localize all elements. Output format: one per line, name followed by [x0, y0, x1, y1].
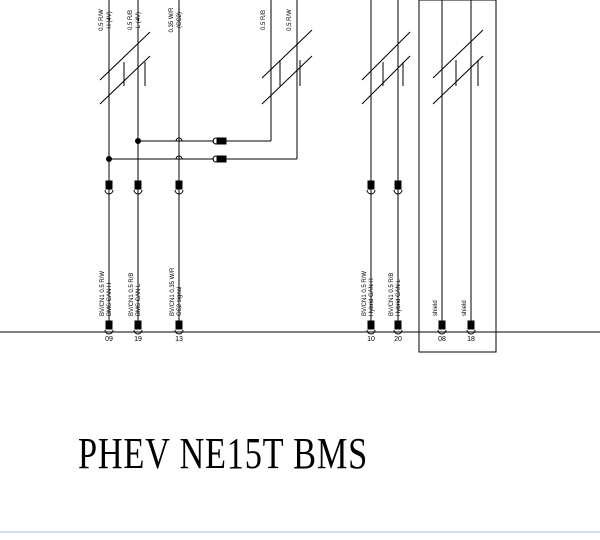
plug: [216, 155, 227, 163]
pin-number: 20: [394, 336, 402, 343]
shield-box: [418, 0, 497, 353]
connector-label: BV/CN1 0.35 W/R: [170, 267, 176, 316]
top-wire-label: 0.5 R/B: [261, 10, 267, 30]
upper-connector-1: [133, 180, 143, 195]
page-title: PHEV NE15T BMS: [78, 429, 368, 478]
connector-label: shield: [462, 300, 468, 316]
plug: [216, 137, 227, 145]
plug-socket: [212, 155, 220, 163]
connector-label: Hybrid CAN H: [369, 278, 375, 316]
pin-number: 19: [134, 336, 142, 343]
twist-mark-4: [432, 29, 484, 105]
top-wire-label: 0.5 R/W: [99, 9, 105, 31]
upper-connector-2: [174, 180, 184, 195]
pin-connector-2: [174, 320, 184, 335]
top-wire-label: 0.35 W/R: [169, 7, 175, 33]
pin-connector-6: [466, 320, 476, 335]
twist-mark-2: [261, 29, 313, 105]
bottom-rule: [0, 531, 600, 533]
top-wire-label: 0.5 R/B: [128, 10, 134, 30]
hop: [175, 155, 183, 160]
twist-mark-3: [361, 31, 411, 105]
top-wire-label: 0.5 R/W: [287, 9, 293, 31]
junction-dot: [106, 156, 112, 162]
pin-connector-5: [437, 320, 447, 335]
connector-label: BMS CAN L: [136, 283, 142, 316]
pin-number: 13: [175, 336, 183, 343]
connector-label: CC2 signal: [177, 287, 183, 316]
pin-connector-0: [104, 320, 114, 335]
plug-socket: [212, 137, 220, 145]
top-wire-label: (CC2): [177, 12, 183, 28]
connector-label: BV/CN1 0.5 R/W: [362, 271, 368, 316]
upper-connector-4: [393, 180, 403, 195]
pin-number: 10: [367, 336, 375, 343]
connector-label: BV/CN1 0.5 R/B: [129, 273, 135, 316]
pin-number: 18: [467, 336, 475, 343]
top-wire-label: H (4V): [107, 11, 113, 28]
connector-label: BV/CN1 0.5 R/W: [100, 271, 106, 316]
pin-number: 08: [438, 336, 446, 343]
pin-connector-3: [366, 320, 376, 335]
connector-label: BMS CAN H: [107, 283, 113, 316]
twist-mark-1: [99, 31, 151, 105]
pin-number: 09: [105, 336, 113, 343]
upper-connector-0: [104, 180, 114, 195]
pin-connector-1: [133, 320, 143, 335]
pin-connector-4: [393, 320, 403, 335]
top-wire-label: L (4V): [136, 12, 142, 28]
hop: [175, 137, 183, 142]
connector-label: Hybrid CAN L: [396, 279, 402, 316]
connector-label: BV/CN1 0.5 R/B: [389, 273, 395, 316]
junction-dot: [135, 138, 141, 144]
connector-label: shield: [433, 300, 439, 316]
upper-connector-3: [366, 180, 376, 195]
